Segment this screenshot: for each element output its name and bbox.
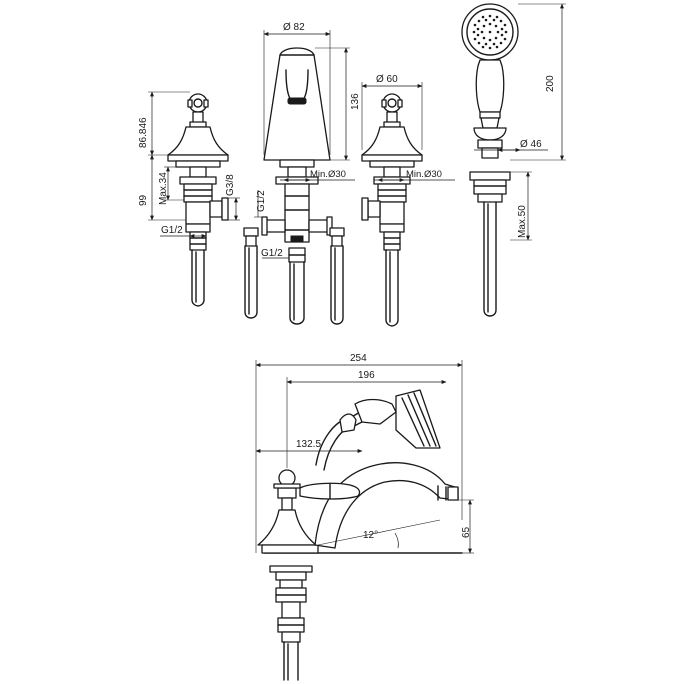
hand-shower	[461, 3, 519, 317]
dim-spout-angle: 12°	[363, 530, 378, 541]
dim-thread-g38: G3/8	[225, 174, 236, 196]
right-valve	[361, 93, 423, 327]
left-valve	[167, 93, 229, 307]
dim-spout-clearance: 65	[461, 526, 472, 538]
side-dimensions: 254 196 132.5 12° 65	[255, 353, 474, 554]
dim-min-hole-valve: Min.Ø30	[406, 169, 442, 180]
dim-thread-g12-spout-top: G1/2	[256, 190, 267, 212]
dim-thread-g12-left: G1/2	[161, 225, 183, 236]
dim-valve-diameter: Ø 60	[376, 74, 398, 85]
dim-max-deck-shower: Max.50	[517, 205, 528, 238]
dim-min-hole-spout: Min.Ø30	[310, 169, 346, 180]
top-dimensions: Ø 82 136 Min.Ø30 Ø 60 Min.Ø30 200 Ø 46 M…	[138, 3, 566, 262]
dim-spout-height: 136	[350, 93, 361, 110]
dim-overall-width: 254	[350, 353, 367, 364]
side-view-mixer	[257, 389, 463, 681]
dim-shower-length: 200	[545, 75, 556, 92]
dim-left-valve-body: 99	[138, 194, 149, 206]
dim-thread-g12-spout-bottom: G1/2	[261, 248, 283, 259]
spout-assembly	[243, 47, 345, 325]
dim-handle-offset: 132.5	[296, 439, 321, 450]
shower-nozzles	[472, 14, 508, 50]
dim-spout-reach: 196	[358, 370, 375, 381]
dim-spout-diameter: Ø 82	[283, 22, 305, 33]
dim-max-deck-left: Max.34	[158, 172, 169, 205]
dim-left-valve-total: 86.846	[138, 117, 149, 148]
dim-shower-holder-diameter: Ø 46	[520, 139, 542, 150]
